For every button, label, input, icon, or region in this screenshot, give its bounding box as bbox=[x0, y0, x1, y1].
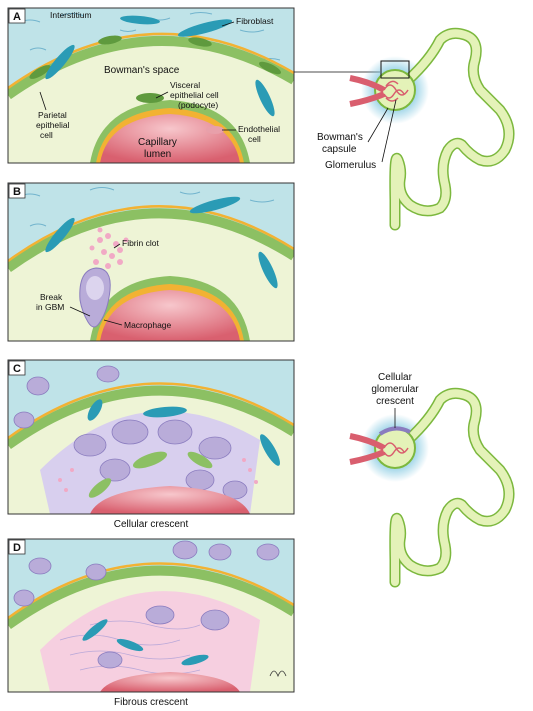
label-bowmans-capsule-2: capsule bbox=[322, 144, 357, 155]
label-cellular-crescent-3: crescent bbox=[376, 396, 414, 407]
label-cellular-crescent-1: Cellular bbox=[378, 372, 413, 383]
label-parietal-2: epithelial bbox=[36, 120, 70, 130]
label-parietal-1: Parietal bbox=[38, 110, 67, 120]
label-visceral-1: Visceral bbox=[170, 80, 200, 90]
label-endothelial-1: Endothelial bbox=[238, 124, 280, 134]
label-break-1: Break bbox=[40, 292, 63, 302]
panel-d bbox=[8, 539, 294, 692]
label-capillary-2: lumen bbox=[144, 149, 171, 160]
label-glomerulus: Glomerulus bbox=[325, 160, 376, 171]
panel-d-badge: D bbox=[13, 542, 21, 554]
panel-a: Interstitium Fibroblast Bowman's space V… bbox=[8, 8, 294, 163]
label-visceral-3: (podocyte) bbox=[178, 100, 218, 110]
panel-a-badge: A bbox=[13, 11, 21, 23]
label-macrophage: Macrophage bbox=[124, 320, 172, 330]
label-interstitium: Interstitium bbox=[50, 10, 92, 20]
nephron-crescent: Cellular glomerular crescent bbox=[349, 372, 515, 588]
caption-fibrous-crescent: Fibrous crescent bbox=[114, 697, 188, 708]
panel-b-badge: B bbox=[13, 186, 21, 198]
panel-c-badge: C bbox=[13, 363, 21, 375]
panel-c bbox=[8, 360, 294, 514]
label-capillary-1: Capillary bbox=[138, 137, 177, 148]
label-fibrin-clot: Fibrin clot bbox=[122, 238, 159, 248]
caption-cellular-crescent: Cellular crescent bbox=[114, 519, 189, 530]
nephron-normal: Bowman's capsule Glomerulus bbox=[294, 27, 515, 231]
label-endothelial-2: cell bbox=[248, 134, 261, 144]
label-parietal-3: cell bbox=[40, 130, 53, 140]
label-break-2: in GBM bbox=[36, 302, 64, 312]
label-bowmans-space: Bowman's space bbox=[104, 65, 180, 76]
label-cellular-crescent-2: glomerular bbox=[371, 384, 419, 395]
label-visceral-2: epithelial cell bbox=[170, 90, 219, 100]
label-bowmans-capsule-1: Bowman's bbox=[317, 132, 363, 143]
label-fibroblast: Fibroblast bbox=[236, 16, 274, 26]
panel-b: Fibrin clot Break in GBM Macrophage bbox=[8, 183, 294, 341]
